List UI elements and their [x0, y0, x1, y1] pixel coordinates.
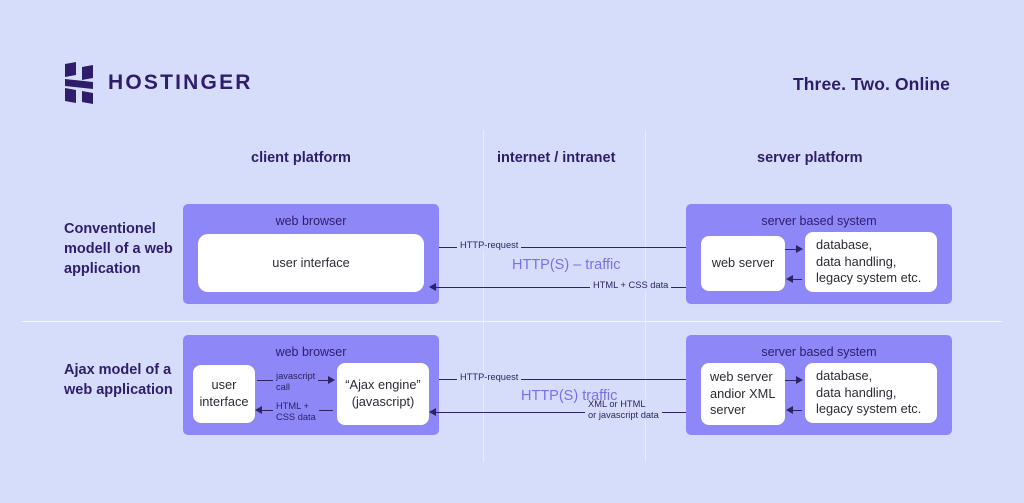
connector-request-line-row2: [439, 379, 696, 380]
row-label-conventional: Conventionel modell of a web application: [64, 221, 173, 277]
hostinger-logo: HOSTINGER: [64, 62, 253, 104]
connector-label-http-request-row1: HTTP-request: [457, 240, 522, 251]
connector-label-html-css-inner: HTML + CSS data: [273, 401, 319, 423]
box-web-server-conventional: web server: [701, 236, 785, 291]
network-label-https-traffic-row2: HTTP(S) traffic: [521, 388, 618, 404]
panel-web-browser-ajax: web browser user interface “Ajax engine”…: [183, 335, 439, 435]
connector-response-line-row1: [432, 287, 696, 288]
connector-js-call-arrow: [328, 376, 335, 384]
logo-wordmark: HOSTINGER: [108, 71, 253, 94]
panel-title-web-browser-ajax: web browser: [275, 345, 347, 359]
panel-title-server-based-system-ajax: server based system: [761, 345, 877, 359]
box-user-interface-ajax: user interface: [193, 365, 255, 423]
connector-response-line-row2: [432, 412, 696, 413]
connector-server-db-arrow-row2: [796, 376, 803, 384]
column-header-internet: internet / intranet: [497, 150, 616, 166]
box-database-ajax: database, data handling, legacy system e…: [805, 363, 937, 423]
column-divider-left: [483, 130, 484, 462]
connector-html-css-arrow: [255, 406, 262, 414]
connector-label-http-request-row2: HTTP-request: [457, 372, 522, 383]
box-database-text-ajax: database, data handling, legacy system e…: [816, 367, 922, 417]
hostinger-h-mark-icon: [64, 62, 94, 104]
connector-request-line-row1: [439, 247, 696, 248]
box-ajax-engine-text: “Ajax engine” (javascript): [345, 377, 421, 409]
connector-db-server-arrow-row2: [786, 406, 793, 414]
connector-db-server-arrow-row1: [786, 275, 793, 283]
panel-server-based-system-ajax: server based system web server andior XM…: [686, 335, 952, 435]
panel-title-server-based-system: server based system: [761, 214, 877, 228]
box-web-server-ajax: web server andior XML server: [701, 363, 785, 425]
connector-server-db-line-row1: [785, 249, 797, 250]
panel-title-web-browser: web browser: [275, 214, 347, 228]
row-divider: [22, 321, 1002, 322]
box-user-interface-conventional: user interface: [198, 234, 424, 292]
connector-response-arrow-row2: [429, 408, 436, 416]
row-label-ajax: Ajax model of a web application: [64, 362, 173, 398]
connector-server-db-line-row2: [785, 380, 797, 381]
connector-response-arrow-row1: [429, 283, 436, 291]
connector-label-html-css-row1: HTML + CSS data: [590, 280, 672, 291]
column-divider-right: [645, 130, 646, 462]
panel-server-based-system-conventional: server based system web server database,…: [686, 204, 952, 304]
column-header-server-platform: server platform: [757, 150, 863, 166]
connector-label-javascript-call: javascript call: [273, 371, 319, 393]
panel-web-browser-conventional: web browser user interface: [183, 204, 439, 304]
connector-label-xml-html-row2: XML or HTML or javascript data: [585, 399, 662, 421]
connector-server-db-arrow-row1: [796, 245, 803, 253]
tagline: Three. Two. Online: [792, 74, 950, 94]
box-web-server-text: web server andior XML server: [710, 368, 776, 418]
column-header-client-platform: client platform: [251, 150, 351, 166]
box-database-text: database, data handling, legacy system e…: [816, 236, 922, 286]
box-user-interface-text: user interface: [199, 377, 249, 409]
box-database-conventional: database, data handling, legacy system e…: [805, 232, 937, 292]
connector-db-server-line-row2: [790, 410, 802, 411]
network-label-https-traffic-row1: HTTP(S) – traffic: [512, 257, 621, 273]
box-ajax-engine: “Ajax engine” (javascript): [337, 363, 429, 425]
connector-db-server-line-row1: [790, 279, 802, 280]
